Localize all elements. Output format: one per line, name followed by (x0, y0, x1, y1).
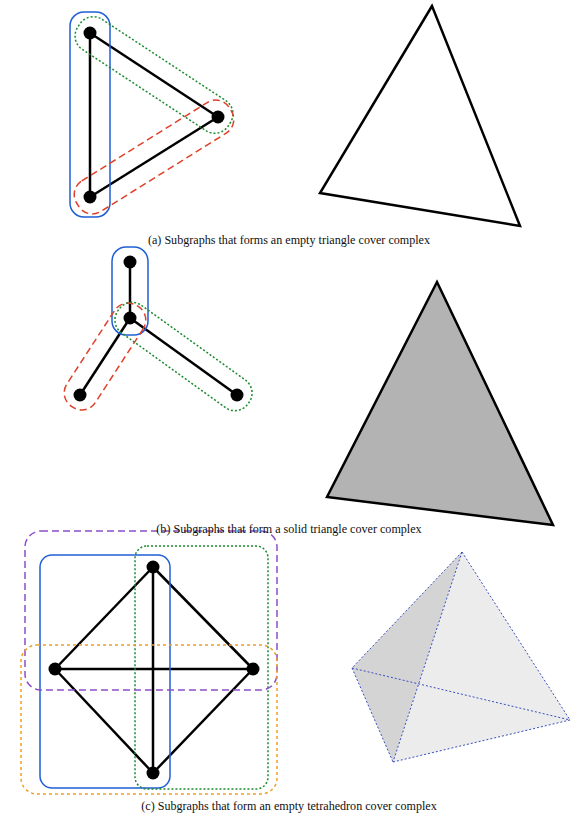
triangle-graph (90, 33, 218, 197)
subgraph-outline (112, 247, 148, 335)
subgraph-outline (21, 645, 277, 794)
subgraph-outline (25, 531, 277, 690)
subfigure-caption: (b) Subgraphs that form a solid triangle… (0, 522, 578, 537)
solid-triangle (327, 282, 553, 525)
subfigure-caption: (a) Subgraphs that forms an empty triang… (0, 233, 578, 248)
k4-graph (55, 567, 253, 773)
subgraph-outline (69, 11, 239, 140)
subgraph-outline (135, 546, 268, 789)
empty-triangle (320, 6, 520, 226)
subgraph-outline (68, 94, 240, 220)
subgraph-outline (109, 296, 259, 417)
star-graph (80, 262, 237, 395)
vertices (74, 256, 244, 402)
subgraph-outline (58, 297, 152, 416)
subgraph-outline (40, 555, 170, 788)
empty-tetrahedron (352, 552, 570, 762)
subfigure-caption: (c) Subgraphs that form an empty tetrahe… (0, 799, 578, 814)
vertices (49, 561, 260, 780)
